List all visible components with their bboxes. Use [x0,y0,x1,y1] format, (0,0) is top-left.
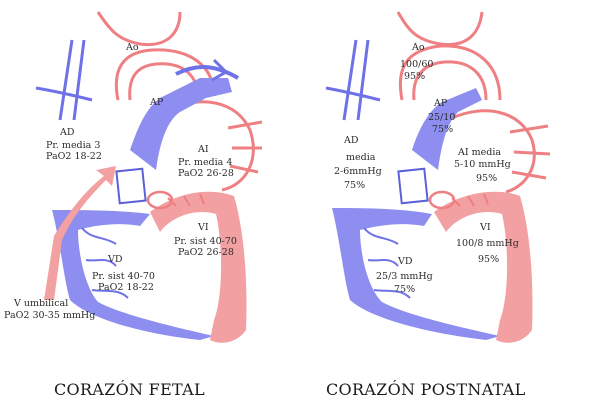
fetal-ad-line1: Pr. media 3 [46,140,100,151]
fetal-superior-vena-cava [60,40,84,120]
postnatal-right-vein [326,88,380,100]
postnatal-ap-saturation: 75% [432,124,453,135]
fetal-ai-line1: Pr. media 4 [178,157,232,168]
fetal-umbilical-line2: PaO2 30-35 mmHg [4,310,95,321]
postnatal-vi-line1: 100/8 mmHg [456,238,519,249]
fetal-vi-line2: PaO2 26-28 [178,247,234,258]
postnatal-vd-line2: 75% [394,284,415,295]
postnatal-ao-label: Ao [411,42,425,53]
postnatal-pulmonary-valve [398,169,427,204]
postnatal-ap-pressure: 25/10 [428,112,455,123]
fetal-pulmonary-veins [228,122,262,172]
fetal-heart: Ao AP AD Pr. media 3 PaO2 18-22 AI Pr. m… [4,12,262,399]
fetal-ai-title: AI [197,144,209,155]
postnatal-superior-vena-cava [344,40,368,120]
fetal-vd-line2: PaO2 18-22 [98,282,154,293]
postnatal-ad-line3: 75% [344,180,365,191]
postnatal-ad-title: AD [343,135,359,146]
fetal-vd-title: VD [107,254,123,265]
fetal-ai-line2: PaO2 26-28 [178,168,234,179]
postnatal-left-ventricle [434,192,533,343]
fetal-ad-line2: PaO2 18-22 [46,151,102,162]
postnatal-heart: Ao 100/60 95% AP 25/10 75% AD media 2-6m… [326,12,550,399]
postnatal-ai-line2: 5-10 mmHg [454,159,511,170]
fetal-left-ventricle [150,192,247,343]
postnatal-vd-title: VD [397,256,413,267]
postnatal-ao-pressure: 100/60 [400,59,433,70]
fetal-ad-title: AD [59,127,75,138]
fetal-vd-line1: Pr. sist 40-70 [92,271,155,282]
postnatal-ai-line1: AI media [457,147,501,158]
fetal-ap-label: AP [149,97,164,108]
postnatal-ad-line2: 2-6mmHg [334,166,382,177]
postnatal-vi-line2: 95% [478,254,499,265]
postnatal-mitral-valve [430,192,454,208]
postnatal-vi-title: VI [479,222,491,233]
fetal-umbilical-line1: V umbilical [13,298,68,309]
fetal-caption: CORAZÓN FETAL [54,379,205,399]
fetal-ao-label: Ao [125,42,139,53]
fetal-aortic-arch-vessels [98,12,180,45]
fetal-vi-title: VI [197,222,209,233]
fetal-vi-line1: Pr. sist 40-70 [174,236,237,247]
postnatal-ai-line3: 95% [476,173,497,184]
fetal-pulmonary-valve [116,169,145,204]
postnatal-ad-line1: media [346,152,376,163]
postnatal-vd-line1: 25/3 mmHg [376,271,433,282]
postnatal-caption: CORAZÓN POSTNATAL [326,379,526,399]
postnatal-aortic-arch-vessels [398,12,482,45]
postnatal-ao-saturation: 95% [404,71,425,82]
postnatal-ap-label: AP [433,98,448,109]
